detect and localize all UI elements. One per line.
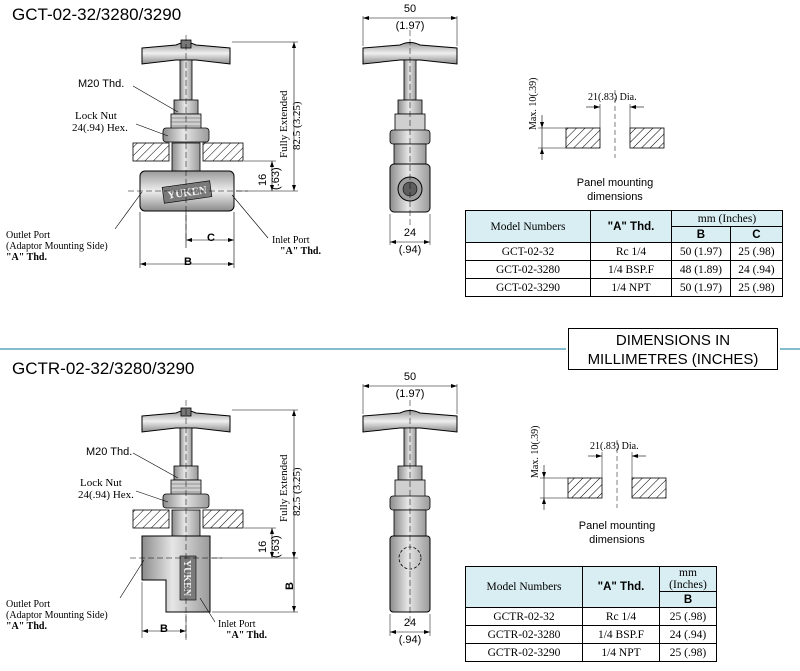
gctr-panel-caption-2: dimensions — [589, 534, 645, 546]
gctr-side-dim-50: 50 — [403, 371, 417, 383]
gctr-panel-diagram — [540, 440, 667, 510]
gctr-row3-b: 25 (.98) — [659, 643, 717, 662]
gct-m20-label: M20 Thd. — [78, 78, 125, 90]
gctr-row2-b: 24 (.94) — [659, 625, 717, 644]
gctr-lock-nut-label: Lock Nut — [80, 477, 122, 489]
gct-outlet-port-1: Outlet Port — [6, 230, 51, 241]
gctr-dim-16-in: (.63) — [270, 535, 282, 558]
gctr-row3-model: GCTR-02-3290 — [465, 643, 583, 662]
gct-panel-dia: 21(.83) Dia. — [588, 92, 637, 103]
gct-th-b: B — [671, 226, 731, 243]
gctr-lock-nut-size: 24(.94) Hex. — [78, 489, 134, 501]
gctr-dim-b: B — [160, 623, 168, 635]
gct-inlet-port-2: "A" Thd. — [280, 246, 321, 257]
gctr-outlet-port-3: "A" Thd. — [6, 621, 47, 632]
gct-front-brand: YUKEN — [167, 184, 208, 201]
gct-row3-thd: 1/4 NPT — [590, 278, 672, 297]
gct-inlet-port-1: Inlet Port — [272, 235, 310, 246]
gctr-outlet-port-1: Outlet Port — [6, 599, 51, 610]
gctr-row1-b: 25 (.98) — [659, 607, 717, 626]
gctr-th-b: B — [659, 591, 717, 608]
gct-fully-extended-label: Fully Extended — [278, 90, 290, 158]
gct-row2-model: GCT-02-3280 — [465, 260, 591, 279]
table-row: GCT-02-3290 1/4 NPT 50 (1.97) 25 (.98) — [465, 278, 784, 297]
gctr-m20-label: M20 Thd. — [86, 446, 133, 458]
gctr-side-view — [362, 384, 458, 636]
gct-side-view — [362, 16, 458, 245]
gct-panel-diagram — [538, 90, 665, 160]
gctr-row1-model: GCTR-02-32 — [465, 607, 583, 626]
gct-dim-c: C — [207, 232, 215, 244]
gctr-row3-thd: 1/4 NPT — [582, 643, 660, 662]
gctr-dim-b-side: B — [284, 582, 296, 590]
gctr-panel-max: Max. 10(.39) — [530, 425, 541, 479]
gct-row1-b: 50 (1.97) — [671, 242, 731, 261]
gct-panel-max: Max. 10(.39) — [528, 77, 539, 131]
gctr-th-mm: mm (Inches) — [659, 566, 717, 592]
gctr-th-thd: "A" Thd. — [582, 566, 660, 608]
gct-th-c: C — [729, 226, 784, 243]
table-row: GCT-02-3280 1/4 BSP.F 48 (1.89) 24 (.94) — [465, 260, 784, 279]
gct-row2-b: 48 (1.89) — [671, 260, 731, 279]
gctr-inlet-port-1: Inlet Port — [218, 619, 256, 630]
table-row: GCTR-02-3290 1/4 NPT 25 (.98) — [465, 643, 717, 662]
gct-row1-model: GCT-02-32 — [465, 242, 591, 261]
gctr-side-dim-24-in: (.94) — [398, 634, 422, 646]
gctr-panel-dia: 21(.83) Dia. — [590, 441, 639, 452]
gctr-inlet-port-2: "A" Thd. — [226, 630, 267, 641]
gct-dim-16: 16 — [257, 173, 269, 186]
gct-dim-16-in: (.63) — [270, 167, 282, 190]
gctr-row2-thd: 1/4 BSP.F — [582, 625, 660, 644]
table-row: GCTR-02-3280 1/4 BSP.F 24 (.94) — [465, 625, 717, 644]
gct-row2-thd: 1/4 BSP.F — [590, 260, 672, 279]
gct-side-dim-24-in: (.94) — [398, 244, 422, 256]
gct-side-dim-50: 50 — [403, 3, 417, 15]
gct-panel-caption-2: dimensions — [587, 191, 643, 203]
gctr-panel-caption-1: Panel mounting — [578, 520, 656, 532]
gct-front-view: YUKEN — [114, 35, 298, 268]
section1-title: GCT-02-32/3280/3290 — [12, 5, 182, 24]
gct-row2-c: 24 (.94) — [729, 260, 784, 279]
table-row: GCTR-02-32 Rc 1/4 25 (.98) — [465, 607, 717, 626]
gct-fully-extended-dim: 82.5 (3.25) — [291, 101, 303, 150]
gctr-outlet-port-2: (Adaptor Mounting Side) — [6, 610, 108, 621]
gct-panel-caption-1: Panel mounting — [576, 177, 654, 189]
gct-side-dim-24: 24 — [403, 227, 417, 239]
gctr-front-view: YUKEN — [119, 400, 298, 640]
gct-row3-model: GCT-02-3290 — [465, 278, 591, 297]
dimensions-note-line1: DIMENSIONS IN — [615, 332, 731, 349]
gct-spec-table: Model Numbers "A" Thd. mm (Inches) B C G… — [465, 210, 784, 297]
gctr-row1-thd: Rc 1/4 — [582, 607, 660, 626]
gctr-dim-16: 16 — [257, 540, 269, 553]
gctr-front-brand: YUKEN — [181, 560, 192, 597]
gct-row1-thd: Rc 1/4 — [590, 242, 672, 261]
table-row: GCT-02-32 Rc 1/4 50 (1.97) 25 (.98) — [465, 242, 784, 261]
gctr-fully-extended-dim: 82.5 (3.25) — [291, 467, 303, 516]
gctr-row2-model: GCTR-02-3280 — [465, 625, 583, 644]
gct-th-mm: mm (Inches) — [671, 210, 783, 227]
gctr-fully-extended-label: Fully Extended — [278, 454, 290, 522]
gct-lock-nut-label: Lock Nut — [75, 110, 117, 122]
gct-row1-c: 25 (.98) — [729, 242, 784, 261]
gct-lock-nut-size: 24(.94) Hex. — [72, 122, 128, 134]
gctr-side-dim-50-in: (1.97) — [395, 388, 425, 400]
dimensions-note-box: DIMENSIONS IN MILLIMETRES (INCHES) — [568, 328, 778, 370]
gct-th-model: Model Numbers — [465, 210, 591, 243]
gct-side-dim-50-in: (1.97) — [395, 20, 425, 32]
gctr-th-model: Model Numbers — [465, 566, 583, 608]
gct-row3-b: 50 (1.97) — [671, 278, 731, 297]
gct-th-thd: "A" Thd. — [590, 210, 672, 243]
gct-outlet-port-2: (Adaptor Mounting Side) — [6, 241, 108, 252]
gct-dim-b: B — [184, 256, 192, 268]
gctr-spec-table: Model Numbers "A" Thd. mm (Inches) B GCT… — [465, 566, 717, 662]
gctr-side-dim-24: 24 — [403, 617, 417, 629]
gct-outlet-port-3: "A" Thd. — [6, 252, 47, 263]
section2-title: GCTR-02-32/3280/3290 — [12, 359, 195, 378]
dimensions-note-line2: MILLIMETRES (INCHES) — [587, 351, 759, 368]
gct-row3-c: 25 (.98) — [729, 278, 784, 297]
